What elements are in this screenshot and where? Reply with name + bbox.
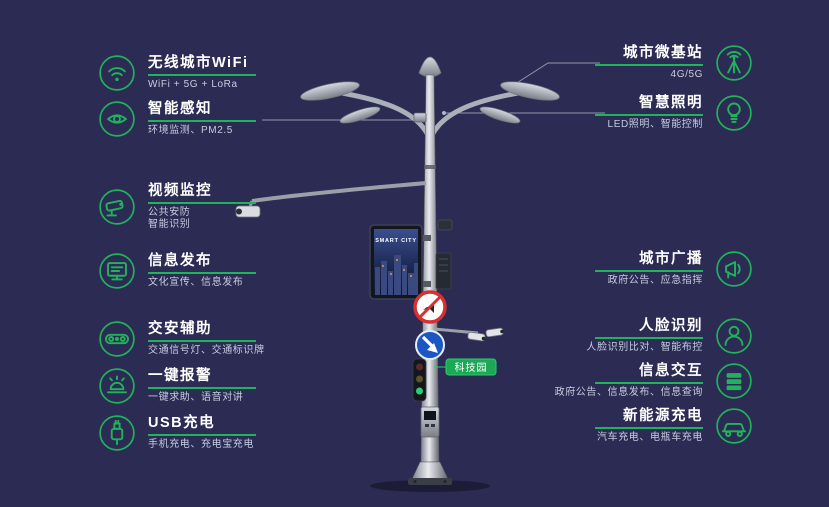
tech-park-tag: 科技园 [434,358,497,376]
feature-title: 一键报警 [148,368,212,385]
usb-charging-cabinet [420,406,440,438]
feature-subtitle: 环境监测、PM2.5 [148,124,233,136]
usb-plug-icon [99,415,135,451]
lamp-arms [300,56,560,137]
feature-title: 视频监控 [148,183,212,199]
feature-micro-base-station: 城市微基站 4G/5G [595,44,753,82]
feature-underline [148,387,256,389]
smart-pole: SMART CITY [230,15,590,500]
loudspeaker-icon [716,251,752,287]
feature-underline [148,434,256,436]
screen-city-skyline [375,255,418,295]
feature-subtitle: 交通信号灯、交通标识牌 [148,344,265,356]
feature-underline [595,64,703,66]
feature-subtitle: LED照明、智能控制 [607,118,703,130]
feature-underline [595,427,703,429]
top-lamp-cup [418,56,442,78]
feature-subtitle: 政府公告、应急指挥 [607,274,703,286]
feature-title: 交安辅助 [148,321,212,338]
cctv-camera-arm [235,181,427,218]
feature-video-surveillance: 视频监控 公共安防 智能识别 [98,183,256,231]
feature-wireless-wifi: 无线城市WiFi WiFi + 5G + LoRa [98,54,256,92]
feature-usb-charging: USB充电 手机充电、充电宝充电 [98,414,256,452]
feature-info-interaction: 信息交互 政府公告、信息发布、信息查询 [555,362,753,400]
no-horn-sign [413,290,447,324]
feature-title: 信息发布 [148,253,212,270]
feature-subtitle: 汽车充电、电瓶车充电 [597,431,703,443]
feature-title: 信息交互 [639,363,703,380]
wifi-icon [99,55,135,91]
dual-cameras [433,327,504,342]
feature-smart-sensing: 智能感知 环境监测、PM2.5 [98,100,256,138]
feature-subtitle: 公共安防 [148,206,191,218]
feature-face-recognition: 人脸识别 人脸识别比对、智能布控 [586,317,753,355]
antenna-icon [716,45,752,81]
feature-one-key-alarm: 一键报警 一键求助、语音对讲 [98,367,256,405]
feature-underline [595,337,703,339]
pole-fixture-box [437,219,453,231]
feature-subtitle: WiFi + 5G + LoRa [148,78,238,90]
feature-subtitle: 手机充电、充电宝充电 [148,438,254,450]
stacked-layers-icon [716,363,752,399]
electric-car-icon [716,408,752,444]
feature-title: 智能感知 [148,101,212,118]
feature-title: 人脸识别 [639,318,703,335]
feature-title: 无线城市WiFi [148,55,249,72]
feature-city-broadcast: 城市广播 政府公告、应急指挥 [595,250,753,288]
connector-lighting-dot [442,111,446,115]
feature-subtitle: 一键求助、语音对讲 [148,391,244,403]
traffic-signal-icon [99,321,135,357]
feature-traffic-safety: 交安辅助 交通信号灯、交通标识牌 [98,320,265,358]
feature-ev-charging: 新能源充电 汽车充电、电瓶车充电 [595,407,753,445]
pole-display-screen: SMART CITY [369,224,431,300]
feature-title: 智慧照明 [639,95,703,112]
person-face-icon [716,318,752,354]
broadcast-speaker-box [435,252,452,290]
right-lamp-blade [500,81,560,101]
feature-title: 新能源充电 [623,408,703,425]
feature-subtitle: 4G/5G [670,68,703,80]
feature-underline [595,114,703,116]
pole-shadow [370,480,490,492]
light-bulb-icon [716,95,752,131]
feature-info-publishing: 信息发布 文化宣传、信息发布 [98,252,256,290]
environment-sensor-box [413,112,427,123]
feature-title: USB充电 [148,415,216,432]
feature-subtitle: 人脸识别比对、智能布控 [586,341,703,353]
feature-subtitle: 政府公告、信息发布、信息查询 [554,386,703,398]
pole-base [408,461,452,485]
feature-smart-lighting: 智慧照明 LED照明、智能控制 [595,94,753,132]
alarm-siren-icon [99,368,135,404]
direction-arrow-sign [415,330,445,360]
feature-underline [595,382,703,384]
feature-subtitle: 文化宣传、信息发布 [148,276,244,288]
feature-subtitle-2: 智能识别 [148,218,191,230]
feature-underline [148,74,256,76]
feature-underline [148,120,256,122]
cctv-camera-icon [99,189,135,225]
feature-underline [148,202,256,204]
feature-underline [595,270,703,272]
left-lamp-blade [300,81,360,101]
feature-underline [148,340,256,342]
feature-title: 城市微基站 [623,45,703,62]
feature-title: 城市广播 [639,251,703,268]
connector-base-station [511,62,600,87]
display-screen-icon [99,253,135,289]
tech-park-label: 科技园 [455,361,488,374]
feature-underline [148,272,256,274]
sensor-eye-icon [99,101,135,137]
traffic-signal [412,358,427,402]
screen-title: SMART CITY [375,238,417,244]
